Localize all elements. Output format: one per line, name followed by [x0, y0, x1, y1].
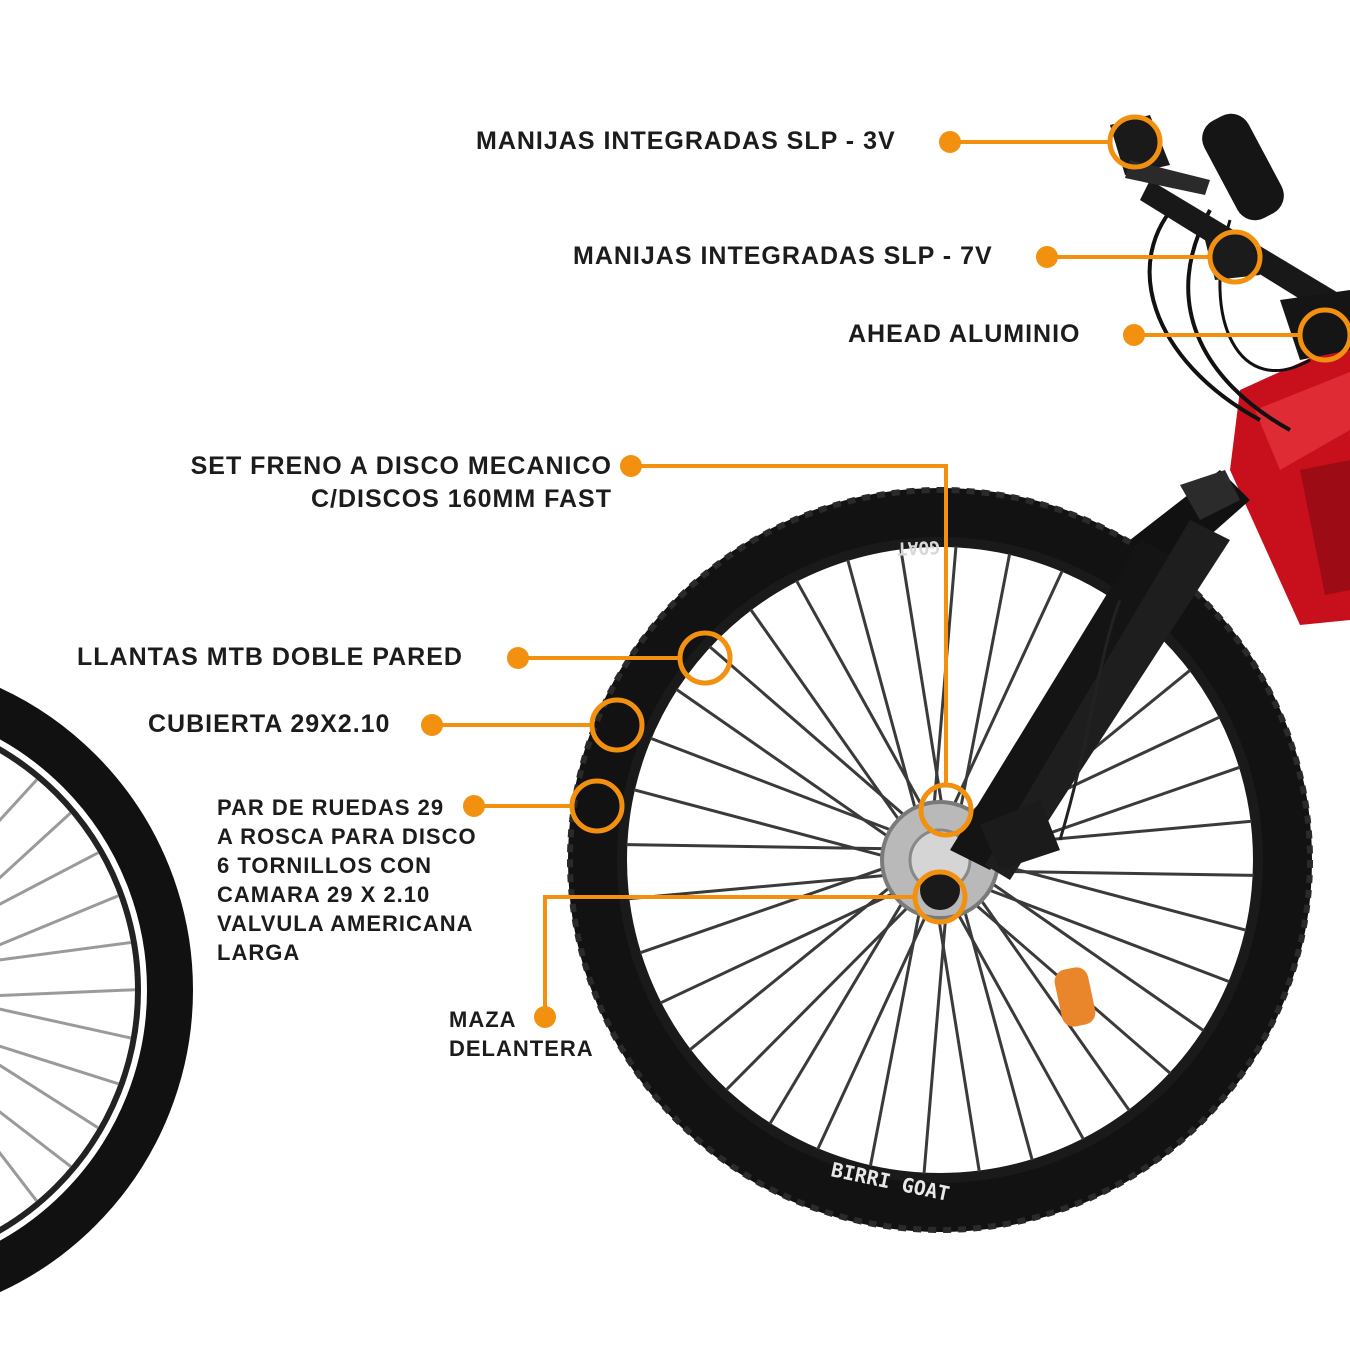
spoke [626, 843, 915, 851]
brake-lever [1125, 160, 1210, 195]
label-brake: SET FRENO A DISCO MECANICO C/DISCOS 160M… [150, 452, 612, 514]
spoke [0, 1063, 99, 1129]
spoke [0, 988, 136, 997]
front-rim [617, 537, 1263, 1183]
dot-7v [1036, 246, 1058, 268]
spoke [725, 884, 931, 1092]
ring-brake [918, 782, 974, 838]
spoke [708, 645, 929, 837]
dot-rims [507, 647, 529, 669]
spoke [930, 546, 958, 834]
ring-7v [1207, 229, 1263, 285]
spoke [0, 811, 72, 880]
spoke [966, 865, 1205, 1032]
dot-3v [939, 131, 961, 153]
dot-brake [620, 455, 642, 477]
spoke [749, 608, 918, 846]
dot-hub [534, 1006, 556, 1028]
spoke [0, 1007, 132, 1040]
spoke [932, 887, 981, 1172]
rear-rim [0, 746, 141, 1234]
spoke [675, 688, 914, 855]
fork-leg [950, 540, 1180, 870]
spoke [0, 941, 132, 962]
down-tube [1300, 460, 1350, 595]
label-wheels: PAR DE RUEDAS 29 A ROSCA PARA DISCO 6 TO… [217, 793, 477, 967]
brake-caliper [980, 800, 1060, 870]
label-wheels-line5: VALVULA AMERICANA [217, 911, 474, 936]
spoke [0, 1044, 119, 1086]
spoke [650, 736, 921, 843]
callouts [421, 114, 1350, 1028]
label-wheels-line3: 6 TORNILLOS CON [217, 853, 433, 878]
ring-ahead [1297, 307, 1350, 363]
dot-tire [421, 714, 443, 736]
spoke [955, 881, 1034, 1161]
label-rims: LLANTAS MTB DOBLE PARED [77, 643, 463, 671]
leader-brake [631, 464, 948, 785]
front-hub [920, 870, 960, 910]
spoke [899, 548, 948, 833]
label-wheels-line1: PAR DE RUEDAS 29 [217, 795, 445, 820]
frame-highlight [1255, 372, 1350, 470]
label-wheels-line2: A ROSCA PARA DISCO [217, 824, 477, 849]
fork-stanchion [1180, 470, 1240, 520]
dot-ahead [1123, 324, 1145, 346]
spoke [846, 559, 925, 839]
rear-tire [0, 687, 193, 1293]
frame [1230, 340, 1350, 625]
ring-hub [912, 869, 968, 925]
spoke [633, 788, 913, 865]
spoke [639, 857, 913, 955]
spoke [816, 887, 940, 1150]
spoke [795, 579, 938, 833]
front-tire [568, 488, 1312, 1232]
spoke [962, 874, 1131, 1112]
label-wheels-line6: LARGA [217, 940, 301, 965]
label-hub: MAZA DELANTERA [449, 1005, 594, 1063]
tire-brand-text-top: GOAT [896, 536, 940, 559]
left-grip [1202, 113, 1284, 221]
rear-spokes [0, 778, 136, 1202]
ring-tire [589, 697, 645, 753]
label-hub-line1: MAZA [449, 1007, 517, 1032]
brake-cable [1147, 198, 1261, 422]
dot-wheels [463, 795, 485, 817]
spoke [0, 778, 39, 823]
spoke [768, 876, 919, 1125]
spoke [0, 851, 99, 906]
spoke [942, 887, 1085, 1141]
front-tire-tread [567, 487, 1313, 1233]
ring-3v [1107, 114, 1163, 170]
ring-rims [677, 630, 733, 686]
shifter-7v [1205, 235, 1260, 280]
spoke [922, 886, 950, 1174]
front-wheel: BIRRI GOAT GOAT [567, 487, 1313, 1233]
spoke [0, 1150, 38, 1202]
suspension-fork [950, 470, 1250, 880]
fork-leg-rear [985, 520, 1230, 880]
spoke [953, 553, 1012, 837]
spoke [0, 1110, 72, 1168]
rear-wheel [0, 687, 193, 1293]
label-ahead: AHEAD ALUMINIO [848, 320, 1081, 348]
label-shifters-7v: MANIJAS INTEGRADAS SLP - 7V [573, 242, 993, 270]
front-brake-cable [1058, 599, 1122, 841]
stem [1280, 290, 1350, 360]
label-brake-line2: C/DISCOS 160MM FAST [311, 485, 612, 513]
spoke [868, 883, 927, 1167]
label-hub-line2: DELANTERA [449, 1036, 594, 1061]
leader-hub [543, 895, 915, 1017]
label-shifters-3v: MANIJAS INTEGRADAS SLP - 3V [476, 127, 896, 155]
reflector [1054, 967, 1096, 1027]
spoke [0, 894, 119, 947]
spoke [659, 879, 922, 1005]
spoke [628, 871, 916, 901]
spoke [959, 877, 1230, 984]
ring-wheels [569, 778, 625, 834]
label-wheels-line4: CAMARA 29 X 2.10 [217, 882, 431, 907]
label-tire: CUBIERTA 29X2.10 [148, 710, 391, 738]
label-brake-line1: SET FRENO A DISCO MECANICO [190, 452, 612, 480]
